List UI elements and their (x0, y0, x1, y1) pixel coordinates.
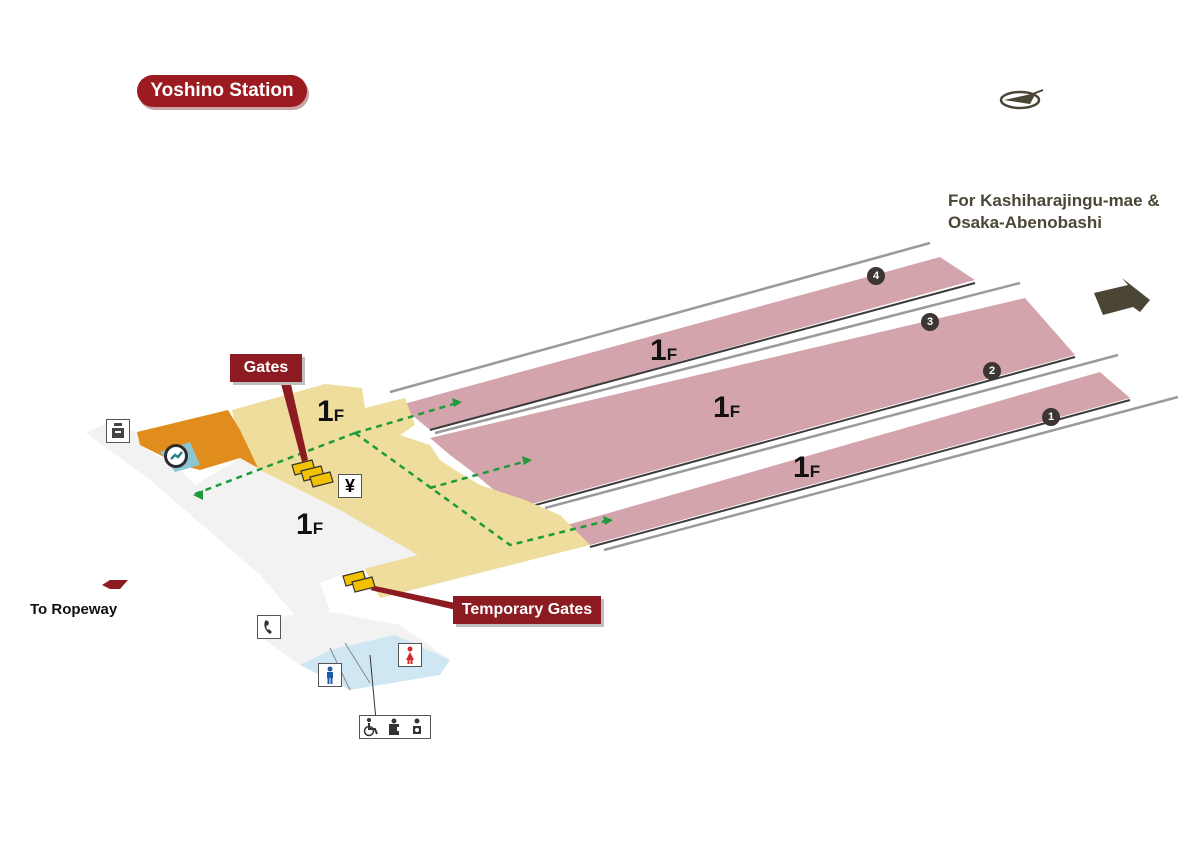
gates-leader (280, 380, 308, 462)
main-hall (86, 424, 418, 615)
temporary-gates-label: Temporary Gates (453, 596, 601, 624)
baby-care-icon (413, 718, 421, 734)
ostomate-icon (389, 718, 401, 735)
floor-label-platform-1: 1F (793, 453, 820, 487)
coin-locker-icon (106, 419, 130, 443)
temporary-gates (342, 570, 376, 593)
floor-suffix: F (312, 519, 324, 538)
floor-number: 1 (713, 391, 730, 424)
currency-exchange-icon: ¥ (338, 474, 362, 498)
station-name-label: Yoshino Station (137, 75, 307, 107)
floor-number: 1 (793, 451, 810, 484)
destination-line2: Osaka-Abenobashi (948, 213, 1102, 232)
platform-number-2: 2 (983, 362, 1001, 380)
floor-suffix: F (729, 402, 741, 421)
direction-arrow (1094, 278, 1150, 315)
womens-toilet-icon (398, 643, 422, 667)
floor-label-concourse: 1F (317, 397, 344, 431)
gates (291, 459, 334, 488)
floor-label-platform-2-3: 1F (713, 393, 740, 427)
floor-label-hall: 1F (296, 510, 323, 544)
platform-number-1: 1 (1042, 408, 1060, 426)
floor-suffix: F (666, 345, 678, 364)
platform-4 (400, 257, 975, 430)
platform-edge-lines (389, 241, 1179, 552)
waiting-room-icon (164, 444, 188, 468)
temp-gates-leader (370, 586, 460, 610)
ropeway-arrow (102, 580, 128, 589)
to-ropeway-label: To Ropeway (30, 601, 118, 618)
north-compass-icon (999, 89, 1044, 110)
floor-suffix: F (809, 462, 821, 481)
platform-number-3: 3 (921, 313, 939, 331)
floor-label-platform-4: 1F (650, 336, 677, 370)
wheelchair-icon (363, 718, 378, 737)
floor-number: 1 (650, 334, 667, 367)
floor-number: 1 (296, 508, 313, 541)
platform-2-3 (430, 298, 1075, 510)
telephone-icon (257, 615, 281, 639)
platform-number-4: 4 (867, 267, 885, 285)
platforms (400, 257, 1130, 545)
route-arrows (194, 400, 611, 547)
mens-toilet-icon (318, 663, 342, 687)
accessibility-icons (359, 715, 431, 739)
destination-line1: For Kashiharajingu-mae & (948, 191, 1160, 210)
destination-text: For Kashiharajingu-mae & Osaka-Abenobash… (948, 190, 1160, 234)
floor-suffix: F (333, 406, 345, 425)
platform-1 (560, 372, 1130, 545)
gates-label: Gates (230, 354, 302, 382)
floor-number: 1 (317, 395, 334, 428)
